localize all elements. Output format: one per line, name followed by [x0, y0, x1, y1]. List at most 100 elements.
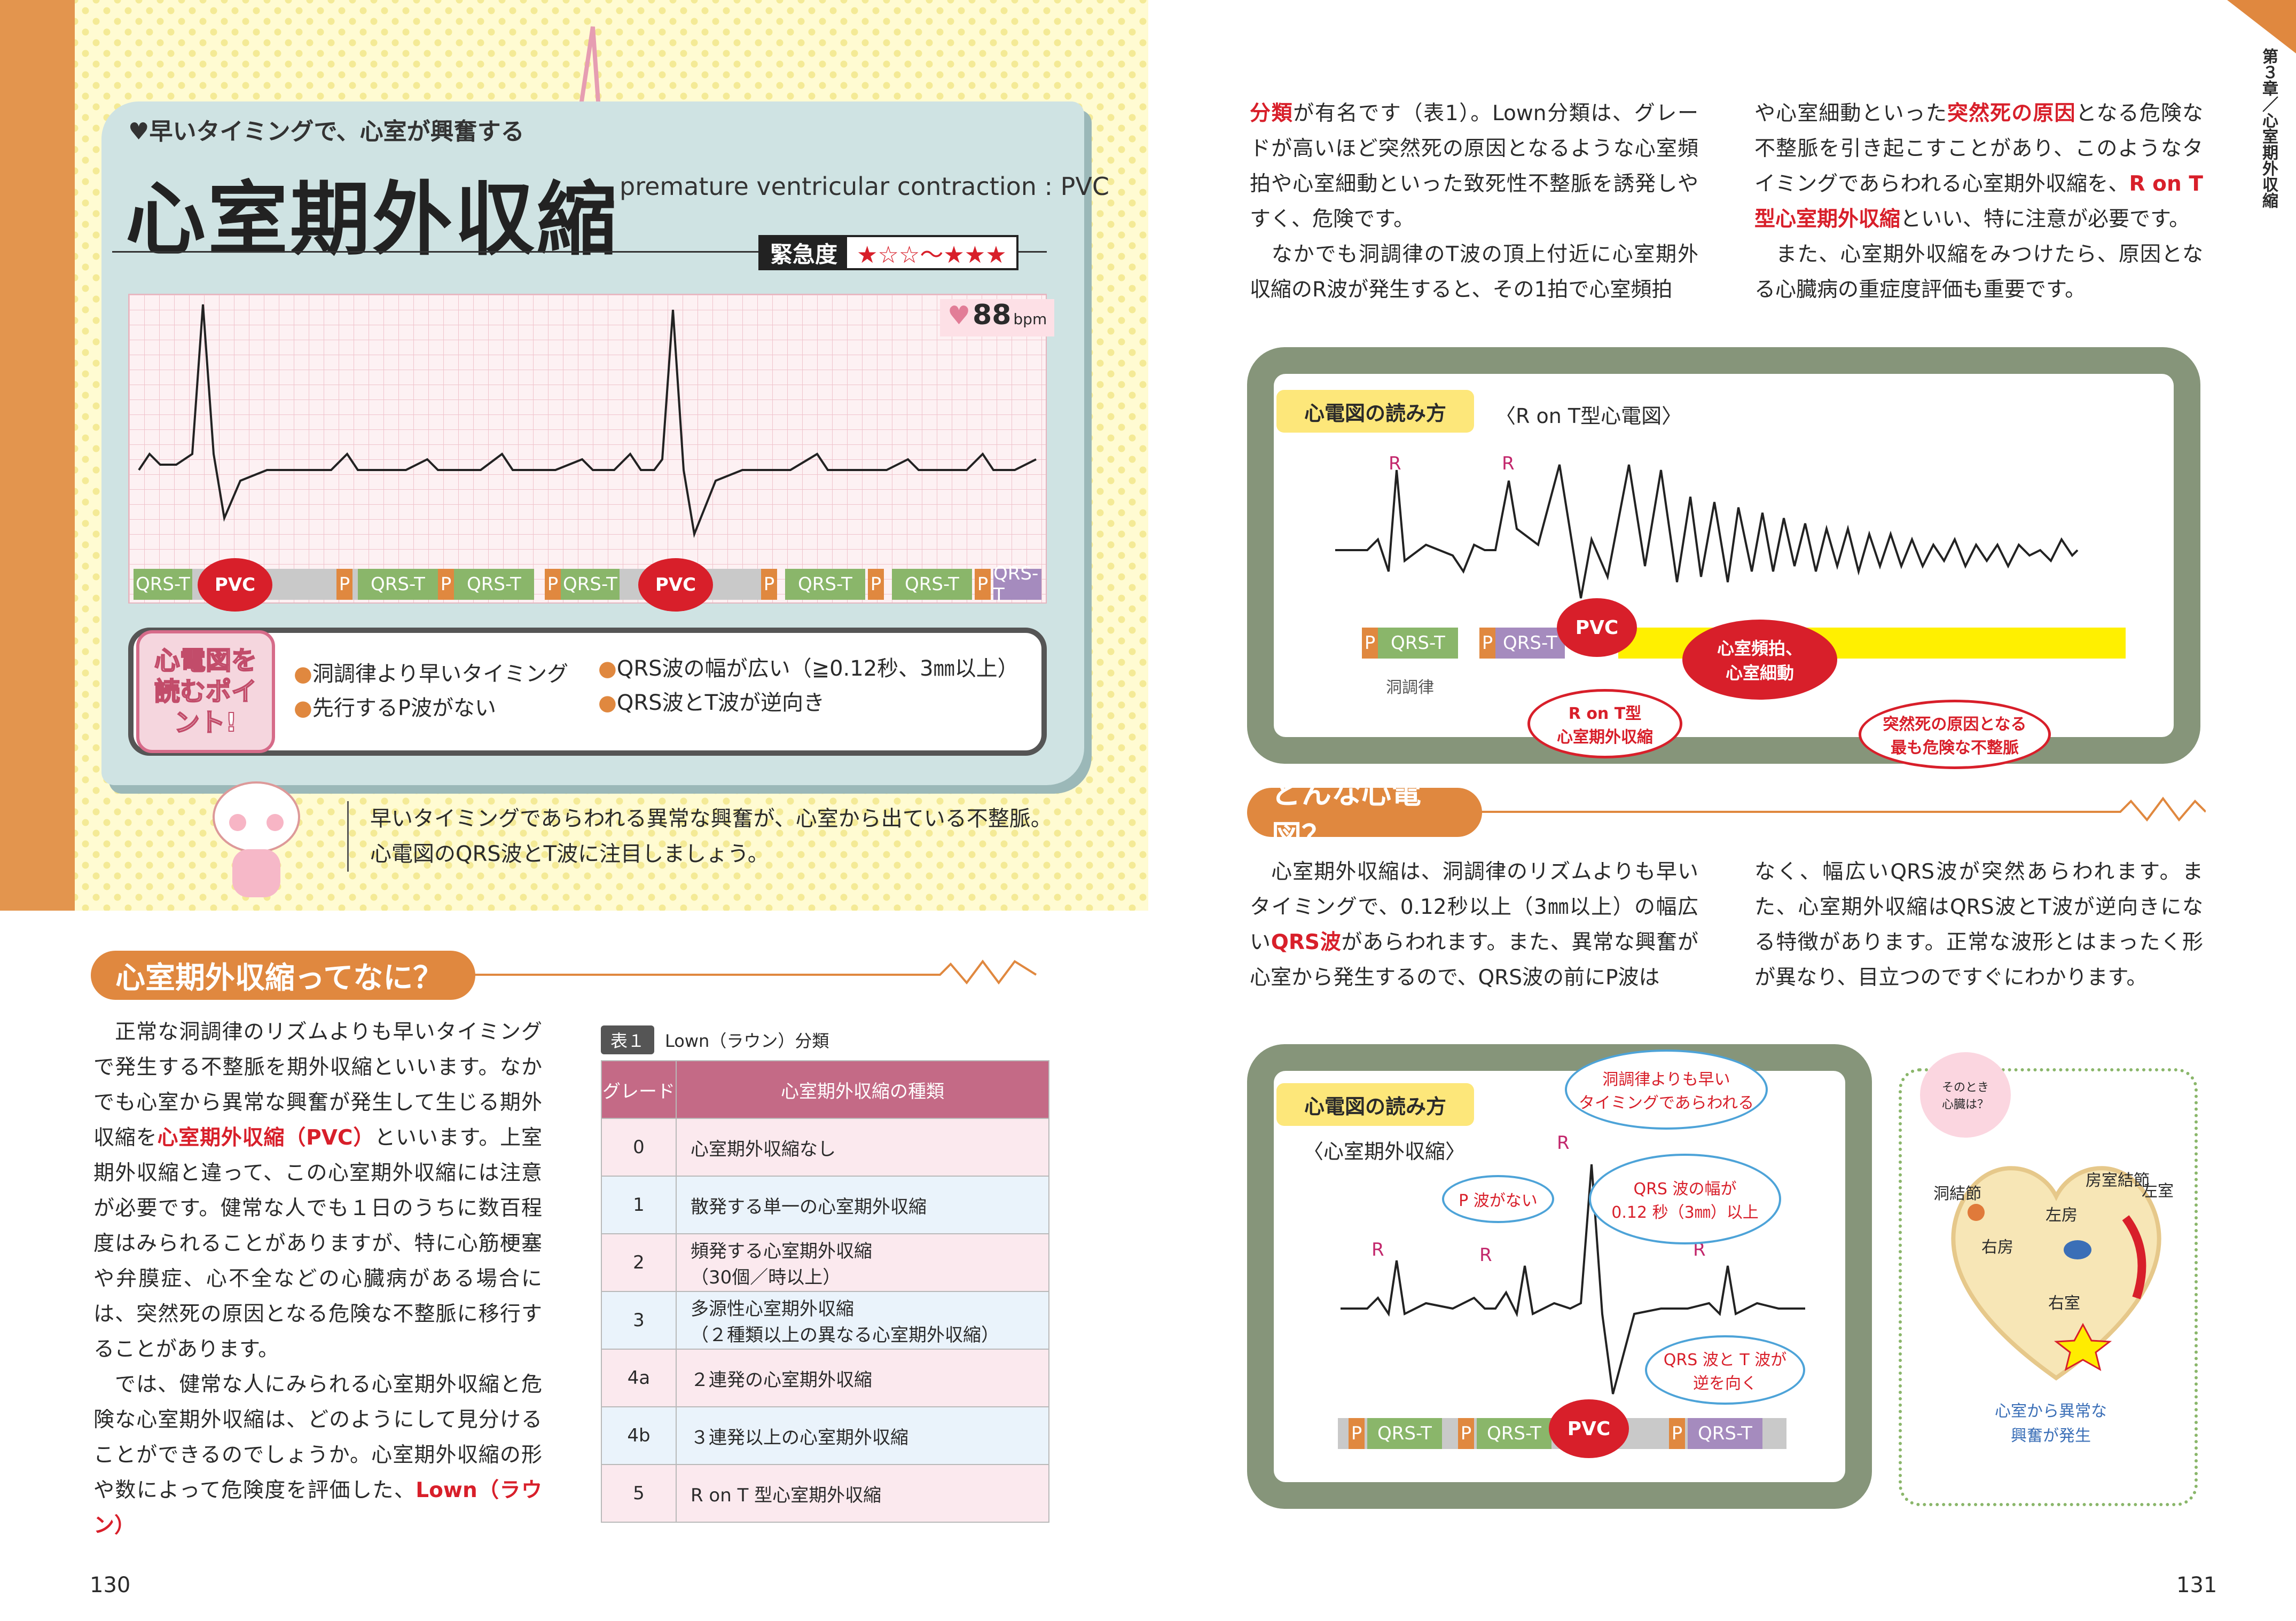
- page-title: 心室期外収縮: [126, 174, 620, 267]
- qrst-segment: QRS-T: [454, 569, 534, 600]
- p-segment: P: [1669, 1418, 1685, 1449]
- grade-cell: 0: [601, 1118, 677, 1177]
- type-cell: ３連発以上の心室期外収縮: [676, 1406, 1049, 1465]
- left-edge-bar: [0, 0, 75, 911]
- urgency-badge: 緊急度 ★☆☆〜★★★: [758, 235, 1018, 270]
- p-segment: P: [438, 569, 454, 600]
- left-ventricle-label: 左室: [2142, 1182, 2174, 1201]
- sa-node-label: 洞結節: [1933, 1185, 1981, 1203]
- qrst-segment: QRS-T: [1688, 1418, 1762, 1449]
- qrst-segment: QRS-T: [892, 569, 972, 600]
- qrst-segment: QRS-T: [1495, 628, 1565, 659]
- english-title: premature ventricular contraction : PVC: [620, 172, 1109, 201]
- qrst-segment: QRS-T: [1378, 628, 1458, 659]
- p-segment: P: [545, 569, 561, 600]
- grade-cell: 2: [601, 1233, 677, 1292]
- point-item: ●QRS波の幅が広い（≧0.12秒、3㎜以上）: [598, 656, 1019, 681]
- qrst-segment: QRS-T: [993, 563, 1041, 606]
- p-segment: P: [1458, 1418, 1474, 1449]
- opposite-callout: QRS 波と T 波が 逆を向く: [1645, 1335, 1805, 1405]
- reading-points-box: [128, 628, 1047, 756]
- type-cell: 多源性心室期外収縮 （２種類以上の異なる心室期外収縮）: [676, 1291, 1049, 1350]
- pvc-segment-bar: P QRS-T P QRS-T P QRS-T: [1338, 1418, 1786, 1449]
- heart-question-bubble: そのとき 心臓は？: [1920, 1052, 2011, 1138]
- r-wave-label: R: [1479, 1244, 1492, 1266]
- p-segment: P: [761, 569, 777, 600]
- pvc-subtitle: 〈心室期外収縮〉: [1303, 1140, 1466, 1163]
- danger-callout: 突然死の原因となる 最も危険な不整脈: [1859, 700, 2051, 769]
- pvc-ecg-trace: [1341, 1164, 1805, 1395]
- ecg-reading-label: 心電図の読み方: [1276, 1083, 1474, 1126]
- table-title: Lown（ラウン）分類: [665, 1031, 829, 1051]
- vt-vf-badge: 心室頻拍、 心室細動: [1682, 620, 1837, 700]
- p-segment: P: [1362, 628, 1378, 659]
- page-subtitle: ♥早いタイミングで、心室が興奮する: [128, 118, 524, 145]
- heading-rule-icon: [1479, 796, 2206, 822]
- right-ventricle-label: 右室: [2048, 1294, 2080, 1313]
- section-heading-what: 心室期外収縮ってなに？: [91, 951, 475, 1000]
- grade-cell: 3: [601, 1291, 677, 1350]
- heart-note: 心室から異常な 興奮が発生: [1995, 1402, 2107, 1445]
- cat-nurse-mascot-icon: [213, 781, 300, 897]
- chapter-label: 第３章／心室期外収縮: [2259, 48, 2278, 208]
- qrst-segment: QRS-T: [134, 569, 192, 600]
- grade-cell: 1: [601, 1176, 677, 1234]
- points-heading: 心電図を読むポイント!: [136, 630, 275, 753]
- ecg-trace: [138, 304, 1037, 538]
- grade-cell: 5: [601, 1464, 677, 1523]
- heart-rate-unit: bpm: [1013, 310, 1047, 328]
- type-cell: R on T 型心室期外収縮: [676, 1464, 1049, 1523]
- heart-diagram-icon: [1951, 1166, 2161, 1381]
- heart-figure-frame: [1899, 1068, 2198, 1506]
- ron-t-subtitle: 〈R on T型心電図〉: [1495, 404, 1682, 428]
- p-segment: P: [336, 569, 352, 600]
- ecg-reading-label: 心電図の読み方: [1276, 390, 1474, 433]
- p-segment: P: [1479, 628, 1495, 659]
- page-number-right: 131: [2176, 1573, 2217, 1597]
- table-header: 心室期外収縮の種類: [676, 1060, 1049, 1119]
- point-item: ●QRS波とT波が逆向き: [598, 691, 825, 715]
- av-node-label: 房室結節: [2086, 1171, 2150, 1190]
- early-callout: 洞調律よりも早い タイミングであらわれる: [1565, 1050, 1768, 1130]
- right-atrium-label: 右房: [1981, 1238, 2013, 1257]
- title-rule: [112, 251, 1047, 253]
- right-col-4: なく、幅広いQRS波が突然あらわれます。また、心室期外収縮はQRS波とT波が逆向…: [1754, 860, 2203, 990]
- pvc-badge: PVC: [1557, 598, 1637, 657]
- type-cell: 心室期外収縮なし: [676, 1118, 1049, 1177]
- ron-t-segment-bar: P QRS-T P QRS-T: [1362, 628, 2126, 659]
- p-segment: P: [975, 569, 991, 600]
- right-col-1: 分類が有名です（表1）。Lown分類は、グレードが高いほど突然死の原因となるよう…: [1250, 101, 1698, 302]
- r-wave-label: R: [1557, 1132, 1570, 1154]
- point-item: ●先行するP波がない: [294, 696, 497, 721]
- ron-t-ecg-trace: [1335, 464, 2079, 599]
- p-segment: P: [868, 569, 884, 600]
- left-atrium-label: 左房: [2046, 1206, 2078, 1225]
- ron-t-callout: R on T型 心室期外収縮: [1527, 689, 1682, 758]
- page-number-left: 130: [90, 1573, 131, 1597]
- qrst-segment: QRS-T: [1477, 1418, 1551, 1449]
- right-col-2: や心室細動といった突然死の原因となる危険な不整脈を引き起こすことがあり、このよう…: [1754, 101, 2203, 302]
- r-wave-label: R: [1389, 453, 1401, 474]
- ecg-strip: [128, 294, 1047, 604]
- intro-note: 早いタイミングであらわれる異常な興奮が、心室から出ている不整脈。心電図のQRS波…: [347, 801, 1063, 872]
- heart-icon: ♥: [947, 301, 971, 331]
- heart-rate-value: 88: [973, 299, 1012, 331]
- pvc-badge: PVC: [1549, 1399, 1629, 1458]
- grade-cell: 4b: [601, 1406, 677, 1465]
- pvc-badge: PVC: [198, 558, 272, 612]
- table-tag: 表１: [601, 1025, 655, 1054]
- table-header: グレード: [601, 1060, 677, 1119]
- qrst-segment: QRS-T: [561, 569, 620, 600]
- no-p-callout: P 波がない: [1442, 1175, 1554, 1223]
- corner-tab-icon: [2227, 0, 2296, 53]
- r-wave-label: R: [1693, 1239, 1706, 1260]
- urgency-label: 緊急度: [761, 237, 848, 268]
- section-heading-ecg: どんな心電図？: [1247, 776, 1482, 854]
